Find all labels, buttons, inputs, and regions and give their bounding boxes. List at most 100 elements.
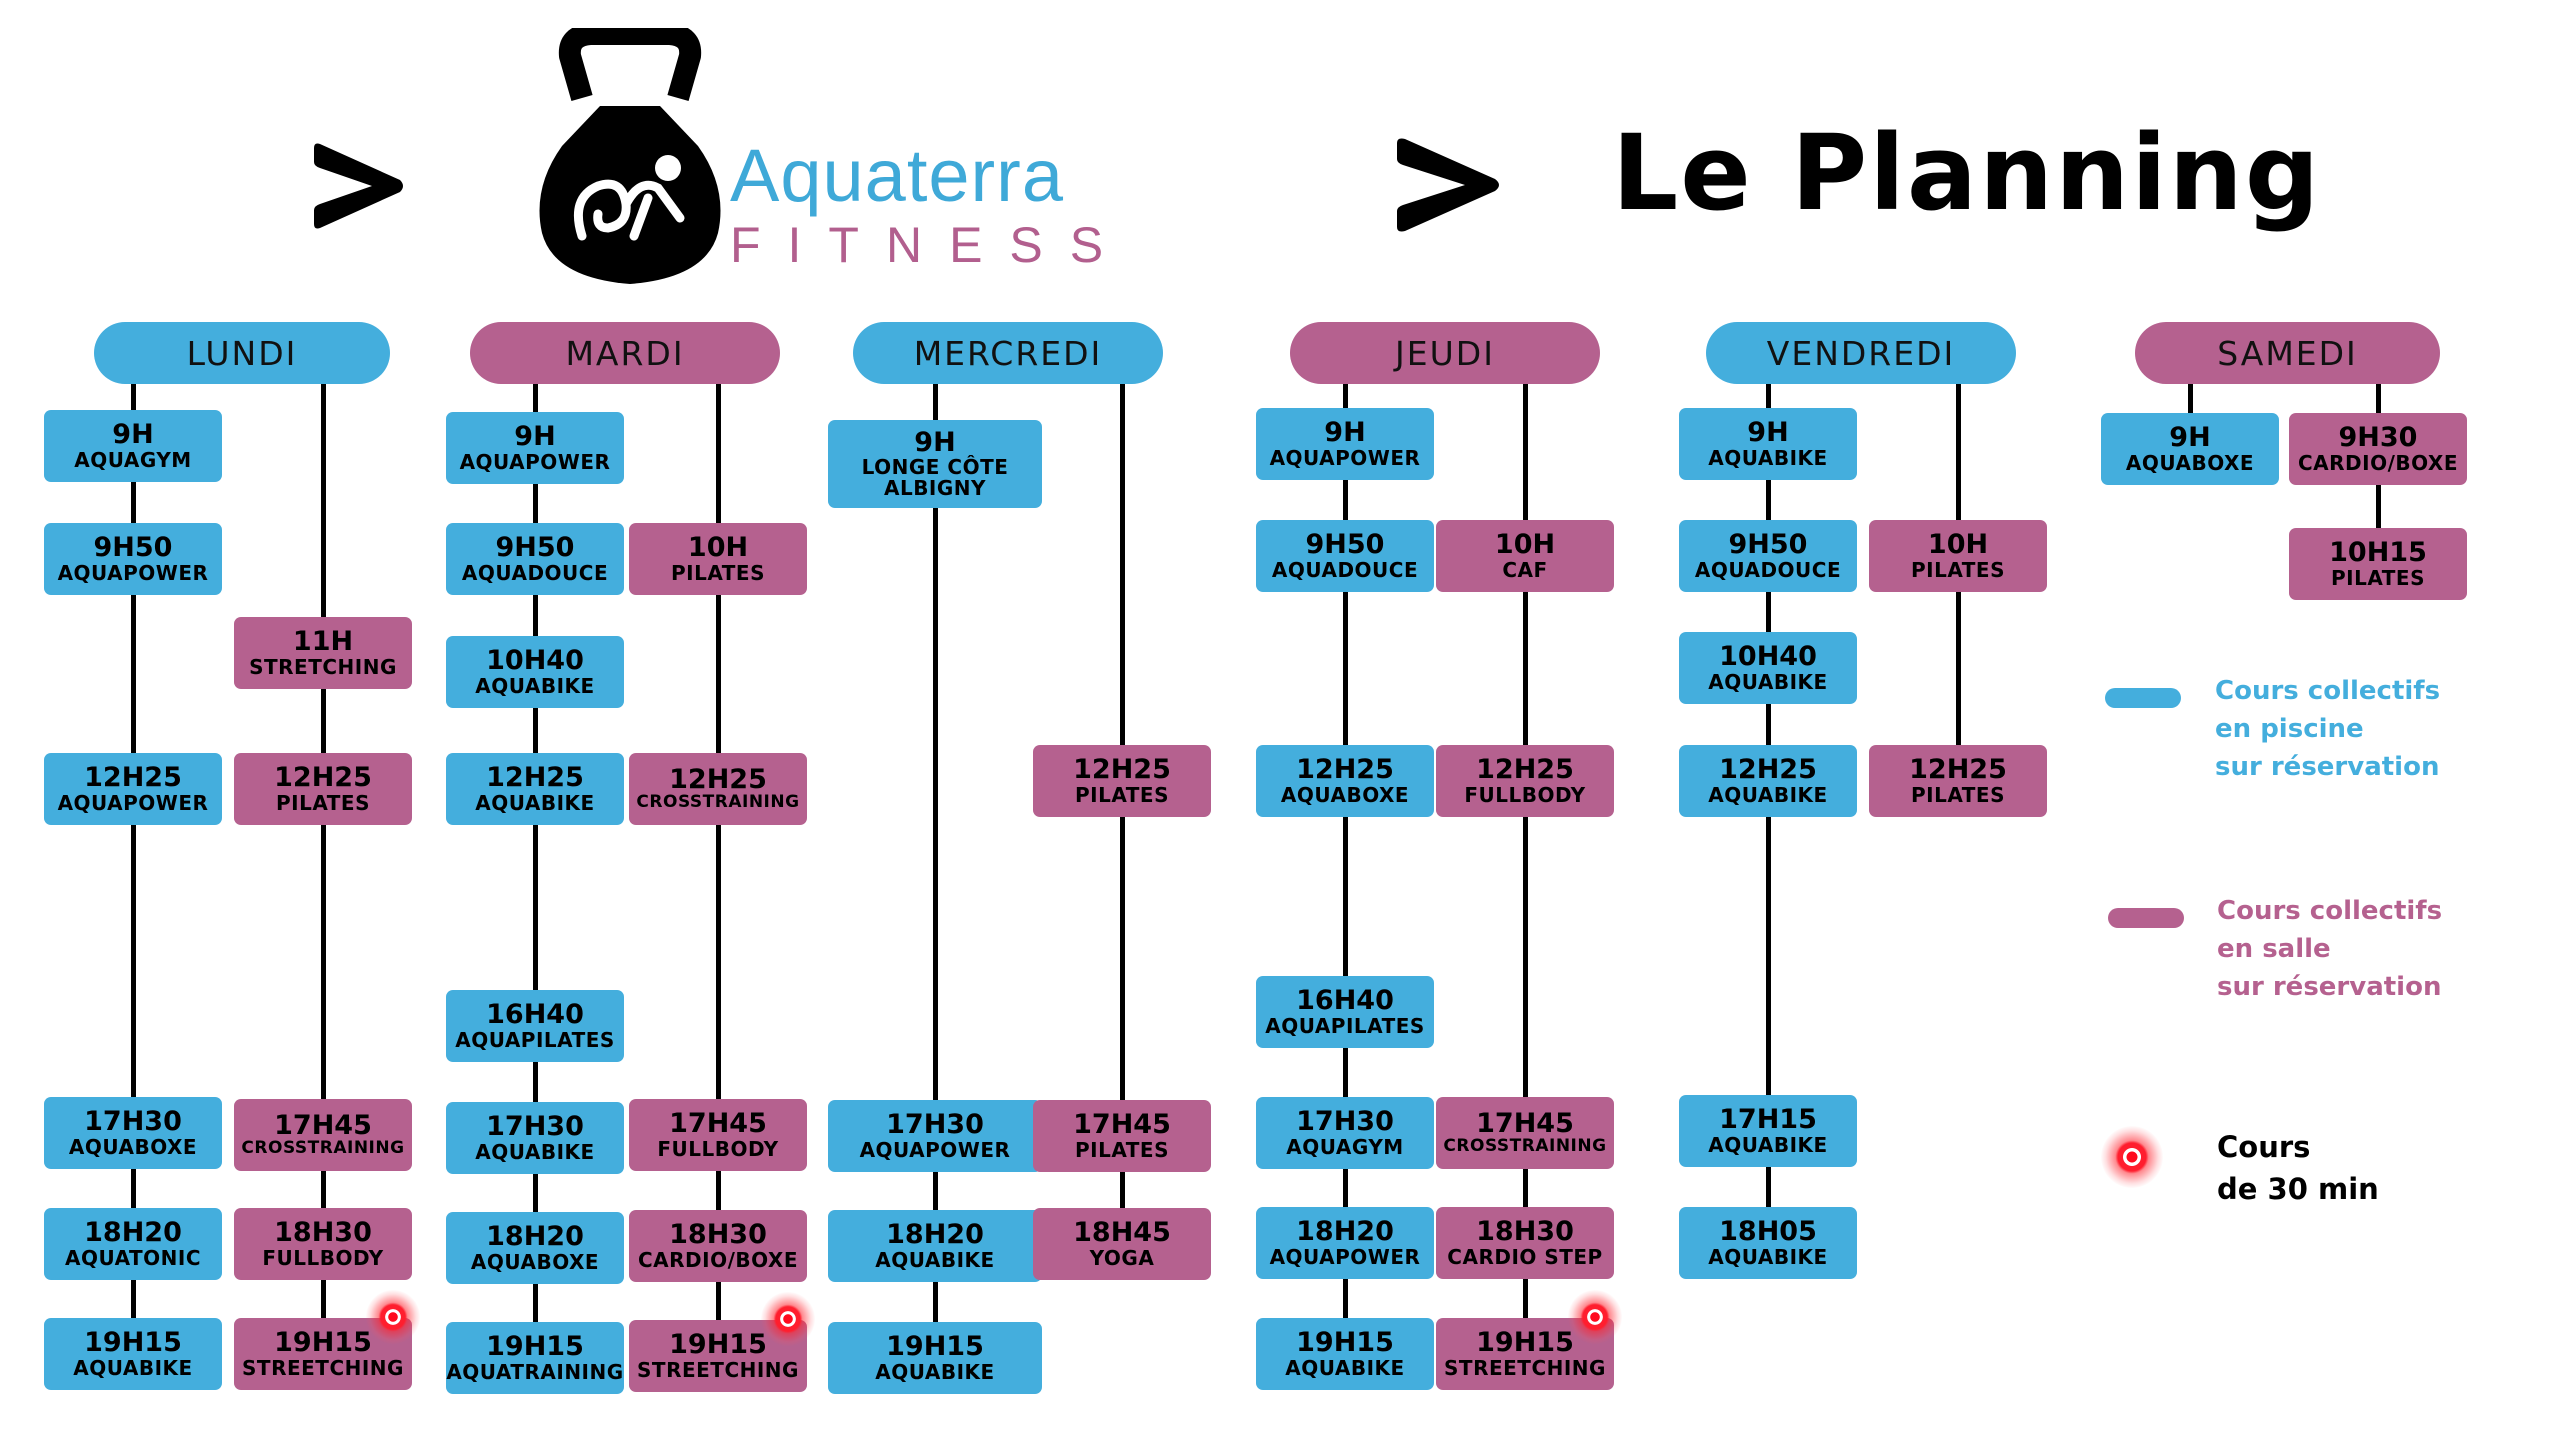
class-name: CROSSTRAINING — [1443, 1136, 1607, 1157]
class-name: AQUAPOWER — [459, 449, 611, 474]
class-time: 12H25 — [1296, 754, 1394, 786]
class-name: AQUATONIC — [64, 1245, 202, 1270]
timeline-samedi-1 — [2188, 372, 2193, 430]
class-name: STRETCHING — [249, 654, 397, 679]
class-name: AQUAPOWER — [1269, 1244, 1421, 1269]
day-header-mercredi[interactable]: MERCREDI — [853, 322, 1163, 384]
legend-short-line: Cours — [2217, 1130, 2311, 1164]
class-name: AQUAPOWER — [859, 1137, 1011, 1162]
class-time: 11H — [292, 626, 354, 658]
kettlebell-logo-icon — [539, 28, 721, 284]
class-name: AQUABOXE — [1280, 782, 1410, 807]
class-name: AQUATRAINING — [446, 1359, 624, 1384]
class-name: AQUAPILATES — [455, 1027, 615, 1052]
legend-short-line: de 30 min — [2217, 1172, 2379, 1206]
timeline-mardi-1 — [533, 372, 538, 1338]
class-time: 12H25 — [1909, 754, 2007, 786]
day-header-jeudi[interactable]: JEUDI — [1290, 322, 1600, 384]
class-name: AQUADOUCE — [1271, 557, 1419, 582]
class-time: 10H — [1927, 529, 1989, 561]
class-name: FULLBODY — [657, 1136, 779, 1161]
logo-subtitle: FITNESS — [730, 217, 1131, 273]
class-name: AQUABOXE — [2125, 450, 2255, 475]
class-name: AQUABIKE — [1708, 782, 1828, 807]
class-time: 17H45 — [1476, 1107, 1574, 1139]
class-name: AQUABOXE — [470, 1249, 600, 1274]
class-time: 19H15 — [486, 1331, 584, 1363]
class-name: AQUABIKE — [475, 1139, 595, 1164]
class-name: CROSSTRAINING — [636, 792, 800, 813]
class-name: PILATES — [2331, 565, 2425, 590]
day-header-mardi[interactable]: MARDI — [470, 322, 780, 384]
day-header-lundi[interactable]: LUNDI — [94, 322, 390, 384]
class-time: 18H20 — [886, 1219, 984, 1251]
day-header-vendredi[interactable]: VENDREDI — [1706, 322, 2016, 384]
class-time: 10H15 — [2329, 537, 2427, 569]
class-time: 9H — [1747, 417, 1789, 449]
class-name: PILATES — [276, 790, 370, 815]
class-name: AQUABIKE — [475, 790, 595, 815]
class-time: 9H30 — [2338, 422, 2418, 454]
class-time: 19H15 — [886, 1331, 984, 1363]
class-name: STREETCHING — [637, 1357, 799, 1382]
day-header-samedi[interactable]: SAMEDI — [2135, 322, 2440, 384]
class-time: 18H30 — [669, 1219, 767, 1251]
class-time: 17H45 — [274, 1109, 372, 1141]
class-time: 17H45 — [1073, 1109, 1171, 1141]
class-name: CAF — [1502, 557, 1548, 582]
